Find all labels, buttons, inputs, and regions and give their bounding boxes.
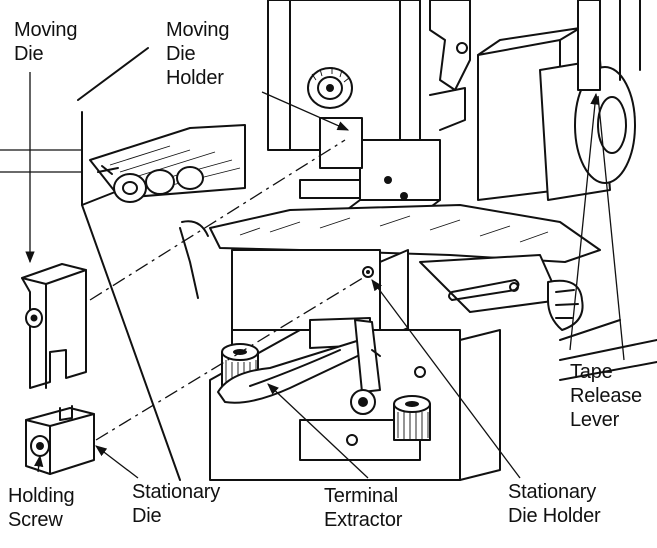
ram-column xyxy=(267,0,441,216)
label-stationary-die-line1: Stationary xyxy=(132,481,221,503)
leader-terminal-extractor xyxy=(267,383,369,479)
label-tape-release-lever-line2: Release xyxy=(570,385,642,407)
alignment-lines xyxy=(89,139,367,441)
feed-tray xyxy=(89,124,246,203)
leader-stationary-die xyxy=(95,445,139,479)
label-moving-die: Moving Die xyxy=(14,18,77,66)
label-moving-die-line1: Moving xyxy=(14,19,78,41)
right-plate xyxy=(419,254,657,381)
label-holding-screw: Holding Screw xyxy=(8,484,75,532)
label-tape-release-lever-line1: Tape xyxy=(570,361,613,383)
leader-tape-release-lower xyxy=(597,95,625,361)
label-stationary-die-holder-line2: Die Holder xyxy=(508,505,601,527)
label-terminal-extractor: Terminal Extractor xyxy=(324,484,402,532)
exploded-moving-die xyxy=(21,263,87,389)
exploded-stationary-die xyxy=(25,405,95,475)
label-holding-screw-line1: Holding xyxy=(8,485,75,507)
leader-moving-die-holder xyxy=(261,91,350,131)
label-stationary-die: Stationary Die xyxy=(132,480,220,528)
leader-tape-release-upper xyxy=(569,92,600,351)
tape-release-housing xyxy=(429,0,641,201)
label-moving-die-holder-line2: Die xyxy=(166,43,196,65)
label-tape-release-lever-line3: Lever xyxy=(570,409,620,431)
label-moving-die-holder-line1: Moving xyxy=(166,19,230,41)
leader-holding-screw xyxy=(34,454,44,473)
front-housing xyxy=(209,317,501,481)
label-stationary-die-holder: Stationary Die Holder xyxy=(508,480,601,528)
label-stationary-die-holder-line1: Stationary xyxy=(508,481,597,503)
leader-stationary-die-holder xyxy=(371,279,521,479)
label-terminal-extractor-line2: Extractor xyxy=(324,509,403,531)
label-holding-screw-line2: Screw xyxy=(8,509,63,531)
label-tape-release-lever: Tape Release Lever xyxy=(570,360,642,432)
terminal-strip xyxy=(179,204,601,299)
label-moving-die-holder: Moving Die Holder xyxy=(166,18,229,90)
label-moving-die-holder-line3: Holder xyxy=(166,67,224,89)
label-moving-die-line2: Die xyxy=(14,43,44,65)
leader-lines xyxy=(25,72,625,479)
die-block-base xyxy=(231,249,409,391)
label-stationary-die-line2: Die xyxy=(132,505,162,527)
label-terminal-extractor-line1: Terminal xyxy=(324,485,398,507)
